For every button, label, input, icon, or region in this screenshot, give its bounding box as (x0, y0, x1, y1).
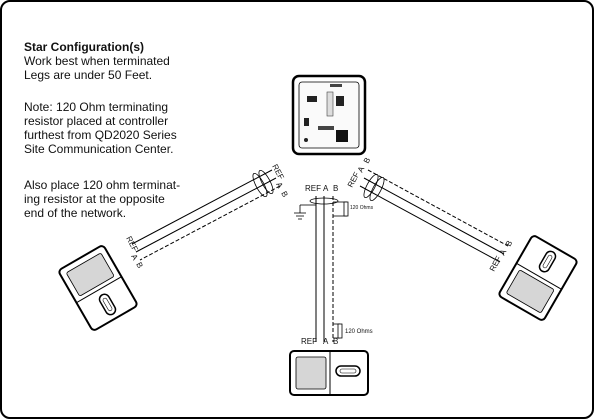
note-line: Note: 120 Ohm terminating (24, 100, 169, 114)
wire-label-ref: REF (346, 170, 362, 188)
resistor-label-bottom: 120 Ohms (345, 329, 373, 335)
wire-label-a: A (356, 164, 367, 174)
also-line: end of the network. (24, 206, 127, 220)
wire-bundle-center (294, 196, 349, 342)
wire-label-ref: REF (305, 184, 321, 193)
wire-label-ref: REF (301, 337, 317, 346)
diagram-title: Star Configuration(s) (24, 40, 144, 54)
wire-label-a: A (498, 247, 509, 257)
wire-label-b: B (134, 261, 144, 270)
keypad-left (58, 245, 138, 331)
description-text: Work best when terminated Legs are under… (24, 54, 214, 82)
description-line: Work best when terminated (24, 54, 170, 68)
wire-label-a: A (129, 253, 140, 263)
wire-label-b: B (333, 184, 338, 193)
note-line: furthest from QD2020 Series (24, 128, 177, 142)
keypad-bottom (289, 350, 369, 396)
note-line: resistor placed at controller (24, 114, 169, 128)
wire-label-ref: REF (124, 235, 140, 253)
description-line: Legs are under 50 Feet. (24, 68, 153, 82)
also-line: Also place 120 ohm terminat- (24, 178, 181, 192)
note-line: Site Communication Center. (24, 142, 174, 156)
wire-label-a: A (274, 181, 285, 191)
wire-label-ref: REF (488, 254, 504, 272)
keypad-right (498, 235, 578, 321)
wire-label-a: A (323, 337, 329, 346)
resistor-label-center: 120 Ohms (350, 205, 374, 211)
wire-label-b: B (504, 239, 514, 248)
wire-bundle-left (131, 169, 281, 261)
wire-label-b: B (279, 190, 289, 199)
wire-label-a: A (323, 184, 329, 193)
wire-label-b: B (333, 337, 338, 346)
wire-label-b: B (362, 156, 372, 165)
note-text: Note: 120 Ohm terminating resistor place… (24, 100, 234, 156)
site-communication-center (291, 74, 367, 156)
wire-label-ref: REF (270, 163, 286, 181)
also-text: Also place 120 ohm terminat- ing resisto… (24, 178, 234, 220)
wire-bundle-right (359, 169, 509, 263)
also-line: ing resistor at the opposite (24, 192, 165, 206)
